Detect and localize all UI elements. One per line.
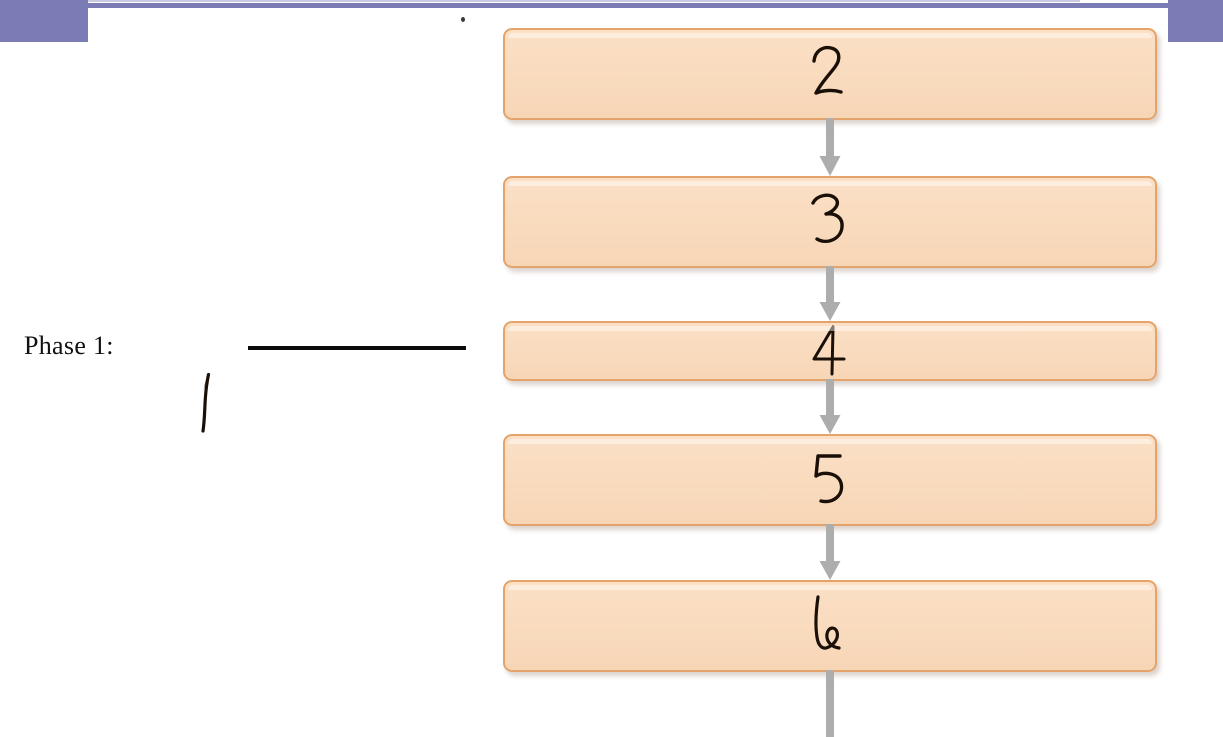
down-arrow-icon [818, 379, 842, 436]
handwritten-value-5 [505, 436, 1155, 524]
down-arrow-icon [818, 524, 842, 582]
flow-step-box-2[interactable] [503, 28, 1157, 120]
handwritten-value-4 [505, 323, 1155, 379]
handwritten-value-2 [505, 30, 1155, 118]
page-title: Phase 1: [24, 331, 114, 360]
top-left-accent-block [0, 0, 88, 42]
flow-step-box-5[interactable] [503, 434, 1157, 526]
handwritten-answer-1 [192, 372, 232, 434]
top-accent-rule [88, 3, 1223, 8]
blank-answer-rule [248, 346, 466, 350]
line-continues-icon [826, 670, 834, 737]
flow-step-box-6[interactable] [503, 580, 1157, 672]
flow-step-box-3[interactable] [503, 176, 1157, 268]
handwritten-value-3 [505, 178, 1155, 266]
down-arrow-icon [818, 266, 842, 323]
top-accent-rule-thin [0, 0, 1080, 2]
top-right-accent-block [1168, 0, 1223, 42]
down-arrow-icon [818, 118, 842, 178]
stray-ink-dot-top [461, 17, 465, 22]
handwritten-value-6 [505, 582, 1155, 670]
flow-step-box-4[interactable] [503, 321, 1157, 381]
